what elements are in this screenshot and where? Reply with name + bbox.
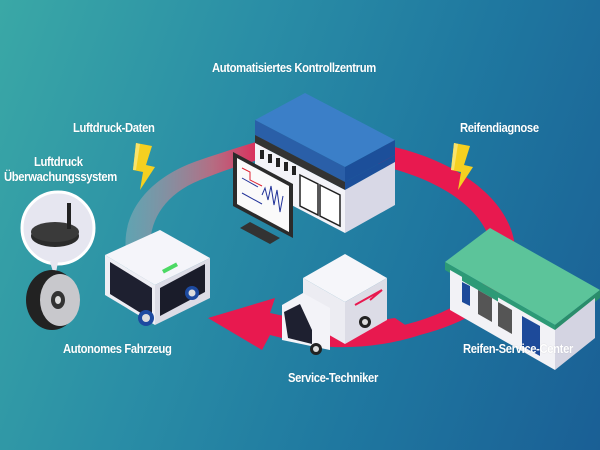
label-monitoring-system-line1: Luftdruck — [34, 155, 83, 169]
lightning-icon-diagnosis — [451, 143, 473, 190]
autonomous-vehicle — [105, 230, 210, 326]
tire-icon — [26, 270, 80, 330]
monitor-icon — [233, 152, 293, 244]
service-truck — [282, 254, 387, 355]
tire-service-center-building — [445, 228, 600, 370]
control-center-building — [255, 93, 395, 233]
label-control-center: Automatisiertes Kontrollzentrum — [212, 61, 376, 75]
label-tire-diagnosis: Reifendiagnose — [460, 121, 539, 135]
label-pressure-data: Luftdruck-Daten — [73, 121, 155, 135]
tire-sensor-callout — [20, 190, 96, 278]
label-autonomous-vehicle: Autonomes Fahrzeug — [63, 342, 172, 356]
label-monitoring-system-line2: Überwachungssystem — [4, 170, 117, 184]
label-tire-service-center: Reifen-Service-Center — [463, 342, 573, 356]
lightning-icon-data — [133, 143, 155, 190]
label-service-technician: Service-Techniker — [288, 371, 378, 385]
